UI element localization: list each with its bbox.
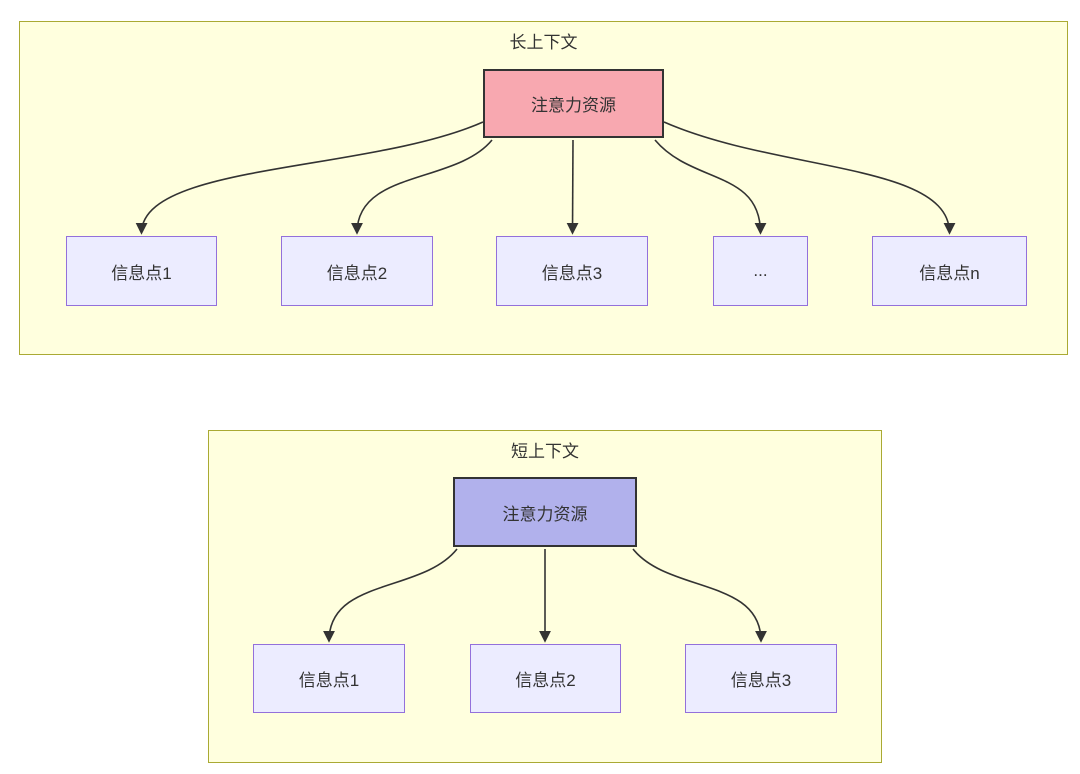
short-info-node-2: 信息点2 [470,644,621,713]
long-info-node-dots: ... [713,236,808,306]
short-info-node-1: 信息点1 [253,644,405,713]
short-info-node-3: 信息点3 [685,644,837,713]
long-info-node-n: 信息点n [872,236,1027,306]
long-info-label-1: 信息点1 [111,263,172,283]
long-attention-resource-node: 注意力资源 [483,69,664,138]
long-info-node-1: 信息点1 [66,236,217,306]
short-info-label-2: 信息点2 [515,671,576,690]
short-context-title: 短上下文 [511,442,579,461]
long-info-label-2: 信息点2 [326,263,388,283]
long-info-node-3: 信息点3 [496,236,648,306]
short-info-label-1: 信息点1 [298,671,360,690]
short-attention-resource-label: 注意力资源 [502,504,588,524]
short-attention-resource-node: 注意力资源 [453,477,637,547]
long-info-node-2: 信息点2 [281,236,433,306]
long-context-title: 长上下文 [509,33,578,52]
short-info-label-3: 信息点3 [730,671,792,690]
long-info-label-3: 信息点3 [541,263,603,283]
long-info-label-n: 信息点n [919,263,980,283]
long-info-label-dots: ... [753,261,768,280]
long-attention-resource-label: 注意力资源 [531,96,616,115]
